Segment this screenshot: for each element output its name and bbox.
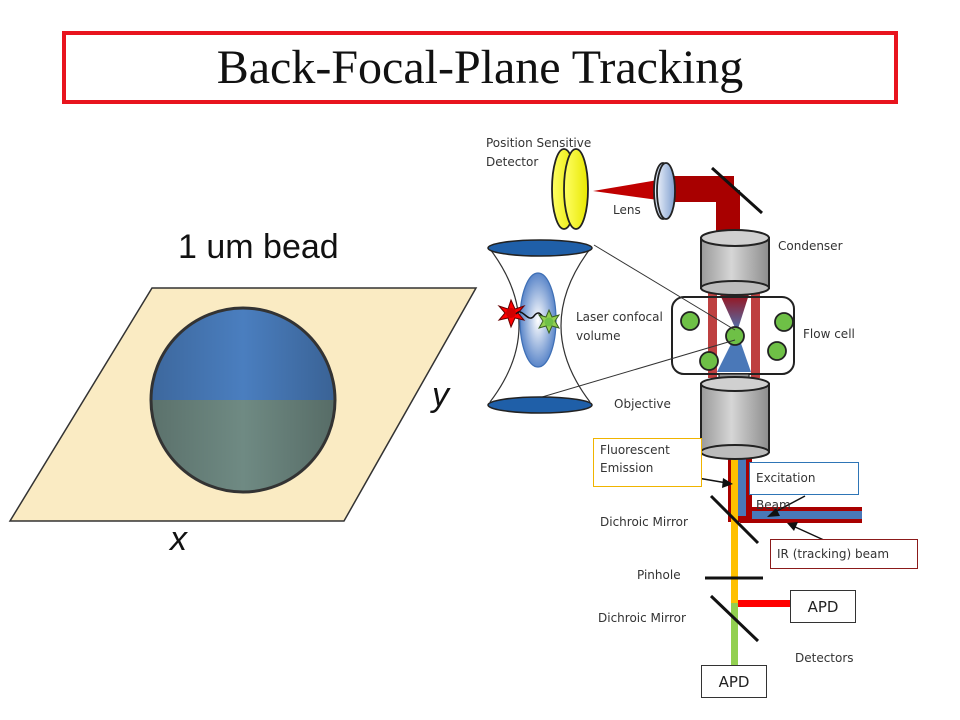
ir-arrow (792, 525, 827, 542)
x-axis-label: x (170, 520, 187, 558)
confocal-volume-label: Laser confocal volume (576, 310, 663, 343)
zoom-line-top (593, 244, 736, 331)
pinhole-label: Pinhole (637, 568, 681, 582)
excitation-beam-callout: Excitation Beam (749, 462, 859, 512)
psd-label: Position Sensitive Detector (486, 136, 592, 169)
objective-label: Objective (614, 397, 671, 411)
bead-label: 1 um bead (178, 228, 339, 266)
ir-beam-converging (593, 180, 658, 200)
dichroic-mirror-label-1: Dichroic Mirror (600, 515, 688, 529)
fluorophore-green (537, 308, 561, 335)
lower-lens-disc (487, 396, 593, 414)
excitation-arrowhead (767, 508, 780, 517)
position-sensitive-detector (551, 148, 589, 230)
fluorescence-beam (731, 455, 738, 605)
excitation-arrow (772, 495, 806, 514)
condenser (700, 229, 770, 296)
page-title: Back-Focal-Plane Tracking (216, 41, 744, 94)
condenser-label: Condenser (778, 239, 843, 253)
lens (653, 162, 676, 220)
hourglass-right (560, 248, 591, 403)
apd-detector-bottom: APD (701, 665, 767, 698)
red-emission-branch (738, 600, 790, 607)
focus-cone-top (717, 288, 751, 332)
y-axis-label: y (432, 376, 449, 414)
fluorescent-arrowhead (722, 478, 733, 488)
dichroic-mirror-label-2: Dichroic Mirror (598, 611, 686, 625)
lens-label: Lens (613, 203, 641, 217)
hourglass-left (489, 248, 520, 403)
dichroic-mirror-lower (709, 594, 760, 643)
green-emission-beam (731, 603, 738, 665)
fluorophore-red (497, 298, 526, 329)
detectors-label: Detectors (795, 651, 854, 665)
ir-beam-flowcell-left (708, 283, 717, 378)
top-mirror (710, 166, 764, 215)
ir-beam-flowcell-right (751, 283, 760, 378)
upper-lens-disc (487, 239, 593, 257)
particles (680, 311, 794, 371)
fluorescent-emission-callout: Fluorescent Emission (593, 438, 702, 487)
excitation-beam-input (740, 511, 862, 519)
apd-detector-right: APD (790, 590, 856, 623)
objective (700, 373, 770, 460)
bead-sphere (149, 306, 337, 494)
ir-arrowhead (787, 522, 798, 531)
flow-cell-label: Flow cell (803, 327, 855, 341)
ir-beam-callout: IR (tracking) beam (770, 539, 918, 569)
dichroic-mirror-upper (709, 494, 760, 545)
zoom-line-bottom (514, 339, 736, 406)
title-box: Back-Focal-Plane Tracking (62, 31, 898, 104)
focus-cone-bottom (717, 332, 751, 372)
